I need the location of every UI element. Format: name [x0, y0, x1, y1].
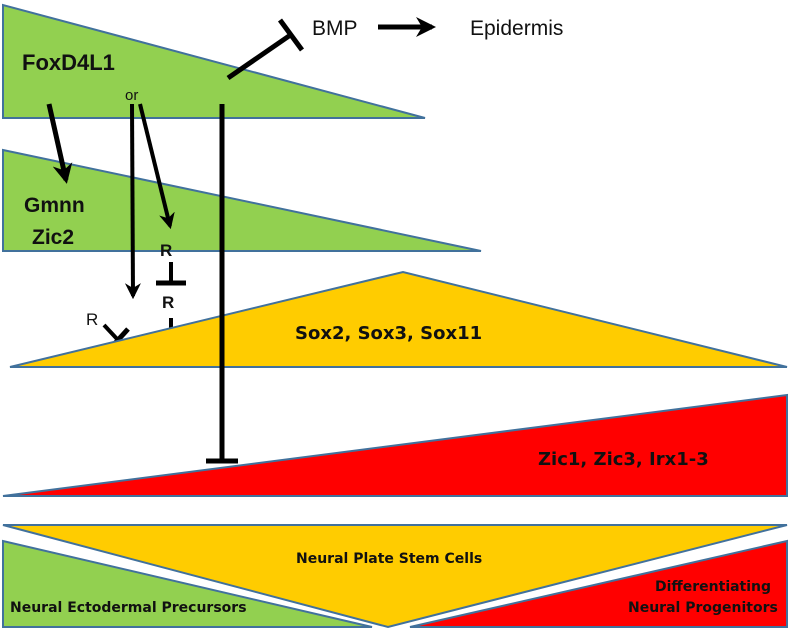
foxd4l1-bmp-inhibit-line [226, 33, 291, 81]
sox-triangle [9, 270, 788, 368]
diff-line1-label: Differentiating [655, 579, 771, 595]
diff-line2-label: Neural Progenitors [628, 600, 778, 616]
epidermis-label: Epidermis [470, 17, 563, 40]
or-to-sox-arrow [124, 103, 141, 300]
gmnn-zic2-wedge [2, 148, 482, 252]
foxd4l1-wedge [2, 3, 426, 119]
bmp-label: BMP [312, 17, 358, 40]
zic2-label: Zic2 [32, 226, 74, 249]
neural-plate-stem-cells-triangle [2, 524, 788, 629]
neural-ectodermal-precursors-wedge [2, 539, 373, 628]
sox-label: Sox2, Sox3, Sox11 [295, 323, 482, 344]
r-left-label: R [86, 310, 98, 329]
r-upper-label: R [160, 241, 172, 260]
neural-ecto-label: Neural Ectodermal Precursors [10, 600, 247, 616]
or-label: or [125, 87, 138, 104]
foxd4l1-label: FoxD4L1 [22, 50, 115, 75]
neural-plate-label: Neural Plate Stem Cells [296, 551, 482, 567]
foxd4l1-gmnn-arrow [46, 103, 73, 184]
or-to-r-arrow [138, 103, 175, 230]
r-middle-label: R [162, 293, 174, 312]
zic-irx-label: Zic1, Zic3, Irx1-3 [538, 449, 709, 470]
differentiating-neural-progenitors-wedge [409, 539, 788, 628]
bmp-inhibit-bar [277, 18, 305, 52]
gmnn-label: Gmnn [24, 194, 85, 217]
r-left-stem [102, 323, 120, 342]
zic-irx-wedge [2, 393, 788, 497]
